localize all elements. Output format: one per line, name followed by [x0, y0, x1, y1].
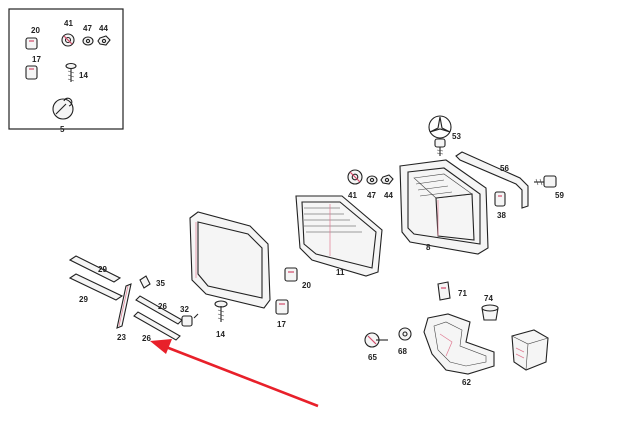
- callout-68: 68: [398, 347, 407, 356]
- screw-14: [214, 300, 228, 322]
- callout-20-kit: 20: [31, 26, 40, 35]
- callout-26-lower: 26: [142, 334, 151, 343]
- washer-47: [366, 175, 378, 185]
- callout-38: 38: [497, 211, 506, 220]
- callout-17: 17: [277, 320, 286, 329]
- kit-screw-14: [65, 62, 77, 82]
- grille-insert: [295, 195, 383, 277]
- callout-44-kit: 44: [99, 24, 108, 33]
- callout-65: 65: [368, 353, 377, 362]
- nut-44: [380, 174, 394, 185]
- bolt-65: [364, 332, 388, 348]
- callout-56: 56: [500, 164, 509, 173]
- kit-clip-17: [25, 65, 38, 80]
- radiator-grille: [399, 159, 489, 255]
- pointer-arrow: [150, 339, 319, 408]
- clip-32: [181, 313, 199, 327]
- callout-62: 62: [462, 378, 471, 387]
- callout-14-kit: 14: [79, 71, 88, 80]
- callout-47: 47: [367, 191, 376, 200]
- callout-8: 8: [426, 243, 431, 252]
- callout-5: 5: [60, 125, 65, 134]
- shroud-62: [423, 313, 495, 375]
- clip-20: [284, 267, 298, 282]
- callout-29-lower: 29: [79, 295, 88, 304]
- trim-strip-29-lower: [68, 273, 124, 301]
- bracket-71: [437, 281, 451, 301]
- callout-74: 74: [484, 294, 493, 303]
- callout-11: 11: [336, 268, 345, 277]
- trim-strip-26-lower: [133, 311, 181, 341]
- callout-35: 35: [156, 279, 165, 288]
- star-emblem: [428, 115, 452, 156]
- callout-26-upper: 26: [158, 302, 167, 311]
- callout-20: 20: [302, 281, 311, 290]
- callout-44: 44: [384, 191, 393, 200]
- hood-rod: [455, 151, 529, 209]
- callout-41-kit: 41: [64, 19, 73, 28]
- grille-frame: [189, 211, 271, 309]
- washer-68: [398, 327, 412, 341]
- cap-74: [481, 304, 499, 321]
- clip-35: [139, 275, 151, 289]
- kit-box: 20 41 47 44 17 14 5: [8, 8, 124, 134]
- callout-41: 41: [348, 191, 357, 200]
- kit-nut-44: [97, 35, 111, 46]
- trim-strip-29-upper: [68, 255, 122, 283]
- clip-17: [275, 299, 289, 315]
- kit-clip-20: [25, 37, 38, 50]
- kit-washer-47: [82, 36, 94, 46]
- callout-53: 53: [452, 132, 461, 141]
- callout-71: 71: [458, 289, 467, 298]
- kit-nut-41: [61, 33, 75, 47]
- callout-29-upper: 29: [98, 265, 107, 274]
- control-module: [511, 329, 549, 371]
- callout-47-kit: 47: [83, 24, 92, 33]
- callout-32: 32: [180, 305, 189, 314]
- screw-59: [534, 175, 557, 188]
- trim-strip-23: [116, 283, 132, 329]
- callout-59: 59: [555, 191, 564, 200]
- clip-38: [494, 191, 506, 207]
- nut-41: [347, 169, 363, 185]
- callout-14: 14: [216, 330, 225, 339]
- wrench-icon: [52, 97, 74, 120]
- callout-23: 23: [117, 333, 126, 342]
- callout-17-kit: 17: [32, 55, 41, 64]
